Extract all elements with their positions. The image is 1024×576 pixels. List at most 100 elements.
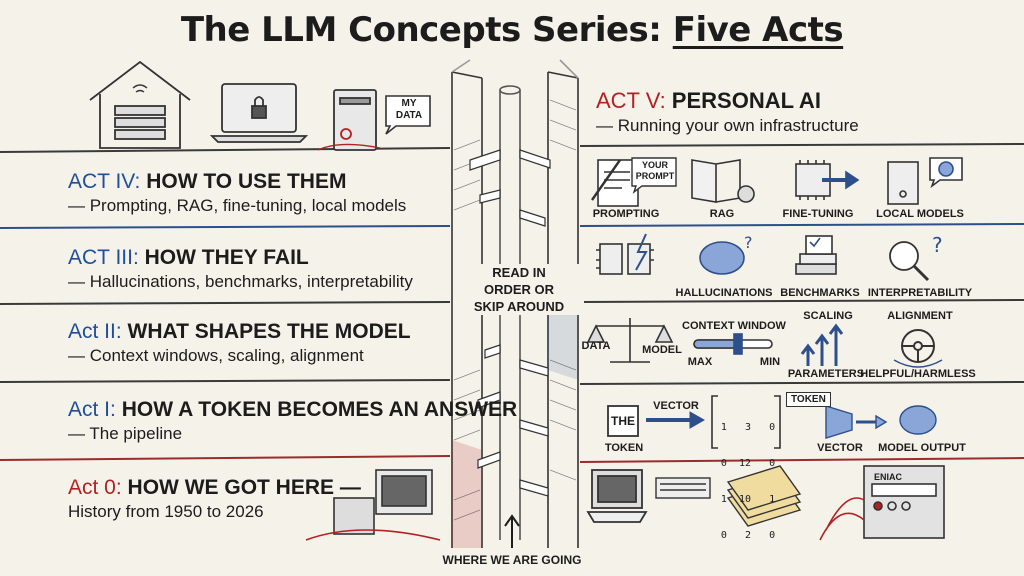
caption-vector-top: VECTOR — [653, 400, 699, 412]
caption-fine-tuning: FINE-TUNING — [782, 208, 854, 220]
act-name: PERSONAL AI — [665, 88, 821, 113]
bubble-line-1: YOUR — [641, 160, 668, 170]
caption-model-output: MODEL OUTPUT — [878, 442, 966, 454]
token-label-box: TOKEN — [786, 392, 831, 407]
caption-model: MODEL — [642, 344, 682, 356]
matrix-brackets-icon — [711, 395, 781, 449]
my-data-bubble-icon — [385, 95, 431, 135]
chips-lightning-icon — [596, 233, 654, 275]
scale-icon — [586, 318, 674, 363]
keyboard-icon — [655, 477, 711, 499]
computer-tower-icon — [317, 89, 381, 151]
local-models-icon — [887, 157, 963, 205]
act-i-heading: Act I: HOW A TOKEN BECOMES AN ANSWER — [68, 398, 517, 422]
staircase-tower — [451, 59, 579, 548]
neural-net-icon — [825, 405, 937, 439]
act-number: Act I: — [68, 398, 116, 421]
steering-wheel-icon — [893, 329, 943, 368]
act-0-heading: Act 0: HOW WE GOT HERE — — [68, 476, 361, 500]
caption-local-models: LOCAL MODELS — [876, 208, 964, 220]
act-0-subtitle: History from 1950 to 2026 — [68, 502, 264, 521]
act-name: HOW A TOKEN BECOMES AN ANSWER — [115, 398, 518, 421]
caption-prompting: PROMPTING — [592, 208, 660, 220]
caption-eniac: ENIAC — [873, 472, 903, 482]
house-icon — [89, 60, 191, 149]
title-main: The LLM Concepts Series: — [180, 10, 673, 50]
act-v-heading: ACT V: PERSONAL AI — [596, 88, 821, 114]
act-name: HOW THEY FAIL — [138, 246, 309, 269]
act-number: ACT IV: — [68, 170, 141, 193]
svg-text:?: ? — [744, 233, 753, 252]
act-iv-subtitle: — Prompting, RAG, fine-tuning, local mod… — [68, 196, 407, 215]
title-underlined: Five Acts — [672, 10, 844, 50]
act-ii-subtitle: — Context windows, scaling, alignment — [68, 346, 364, 365]
tower-red-accent — [452, 440, 482, 548]
matrix-row: 0 12 0 — [720, 458, 776, 469]
svg-text:?: ? — [932, 233, 943, 257]
act-name: HOW WE GOT HERE — — [121, 476, 361, 499]
right-dividers — [579, 143, 1024, 463]
magnifier-icon: ? — [889, 233, 943, 282]
eniac-machine-icon — [819, 465, 945, 541]
act-number: ACT III: — [68, 246, 139, 269]
bottom-caption: WHERE WE ARE GOING — [442, 553, 582, 567]
bubble-line-1: MY — [401, 98, 417, 109]
caption-the: THE — [611, 414, 635, 428]
bubble-line-2: PROMPT — [635, 171, 675, 181]
spiral-steps — [469, 149, 551, 497]
caption-min: MIN — [759, 356, 781, 368]
caption-max: MAX — [687, 356, 713, 368]
stair-line-2: ORDER OR — [483, 282, 555, 297]
retro-computer-icon — [586, 469, 648, 523]
matrix-row: 1 10 1 — [720, 494, 776, 505]
token-label-text: TOKEN — [791, 394, 826, 405]
staircase-label: READ IN ORDER OR SKIP AROUND — [454, 264, 584, 315]
up-arrow-icon — [504, 514, 520, 548]
caption-hallucinations: HALLUCINATIONS — [675, 287, 773, 299]
act-v-subtitle: — Running your own infrastructure — [596, 116, 859, 135]
prompting-icon — [591, 159, 639, 207]
tower-blue-accent — [548, 300, 578, 380]
tower-shading — [453, 99, 577, 521]
act-iii-subtitle: — Hallucinations, benchmarks, interpreta… — [68, 272, 413, 291]
act-iii-heading: ACT III: HOW THEY FAIL — [68, 246, 309, 270]
vector-arrow-icon — [646, 411, 706, 429]
caption-token: TOKEN — [604, 442, 644, 454]
matrix-row: 1 3 0 — [720, 422, 776, 433]
page-title: The LLM Concepts Series: Five Acts — [0, 10, 1024, 50]
act-number: Act 0: — [68, 476, 122, 499]
your-prompt-bubble-icon — [631, 157, 677, 194]
caption-benchmarks: BENCHMARKS — [780, 287, 860, 299]
caption-scaling: SCALING — [803, 310, 853, 322]
stair-line-1: READ IN — [492, 265, 546, 280]
embedding-matrix: 1 3 0 0 12 0 1 10 1 0 2 0 — [720, 398, 776, 554]
stair-line-3: SKIP AROUND — [473, 299, 565, 314]
caption-parameters: PARAMETERS — [787, 368, 865, 380]
caption-data: DATA — [581, 340, 611, 352]
scaling-arrows-icon — [800, 323, 844, 366]
context-slider-icon — [693, 333, 773, 355]
paper-stack-icon — [726, 465, 802, 527]
caption-rag: RAG — [709, 208, 735, 220]
caption-helpful-harmless: HELPFUL/HARMLESS — [860, 368, 976, 380]
laptop-lock-icon — [209, 83, 309, 143]
bubble-line-2: DATA — [395, 110, 423, 121]
act-i-subtitle: — The pipeline — [68, 424, 183, 443]
act-number: Act II: — [68, 320, 122, 343]
fine-tuning-icon — [795, 160, 860, 200]
brain-question-icon: ? — [699, 233, 753, 275]
caption-interpretability: INTERPRETABILITY — [867, 287, 973, 299]
matrix-row: 0 2 0 — [720, 530, 776, 541]
act-name: WHAT SHAPES THE MODEL — [121, 320, 411, 343]
token-box-icon — [607, 405, 639, 437]
caption-vector: VECTOR — [817, 442, 863, 454]
caption-context-window: CONTEXT WINDOW — [682, 320, 786, 332]
act-name: HOW TO USE THEM — [140, 170, 347, 193]
retro-terminal-icon — [305, 469, 441, 541]
your-prompt-bubble: YOUR PROMPT — [634, 160, 676, 182]
benchmarks-icon — [795, 235, 837, 275]
caption-alignment: ALIGNMENT — [887, 310, 953, 322]
act-iv-heading: ACT IV: HOW TO USE THEM — [68, 170, 346, 194]
act-ii-heading: Act II: WHAT SHAPES THE MODEL — [68, 320, 411, 344]
